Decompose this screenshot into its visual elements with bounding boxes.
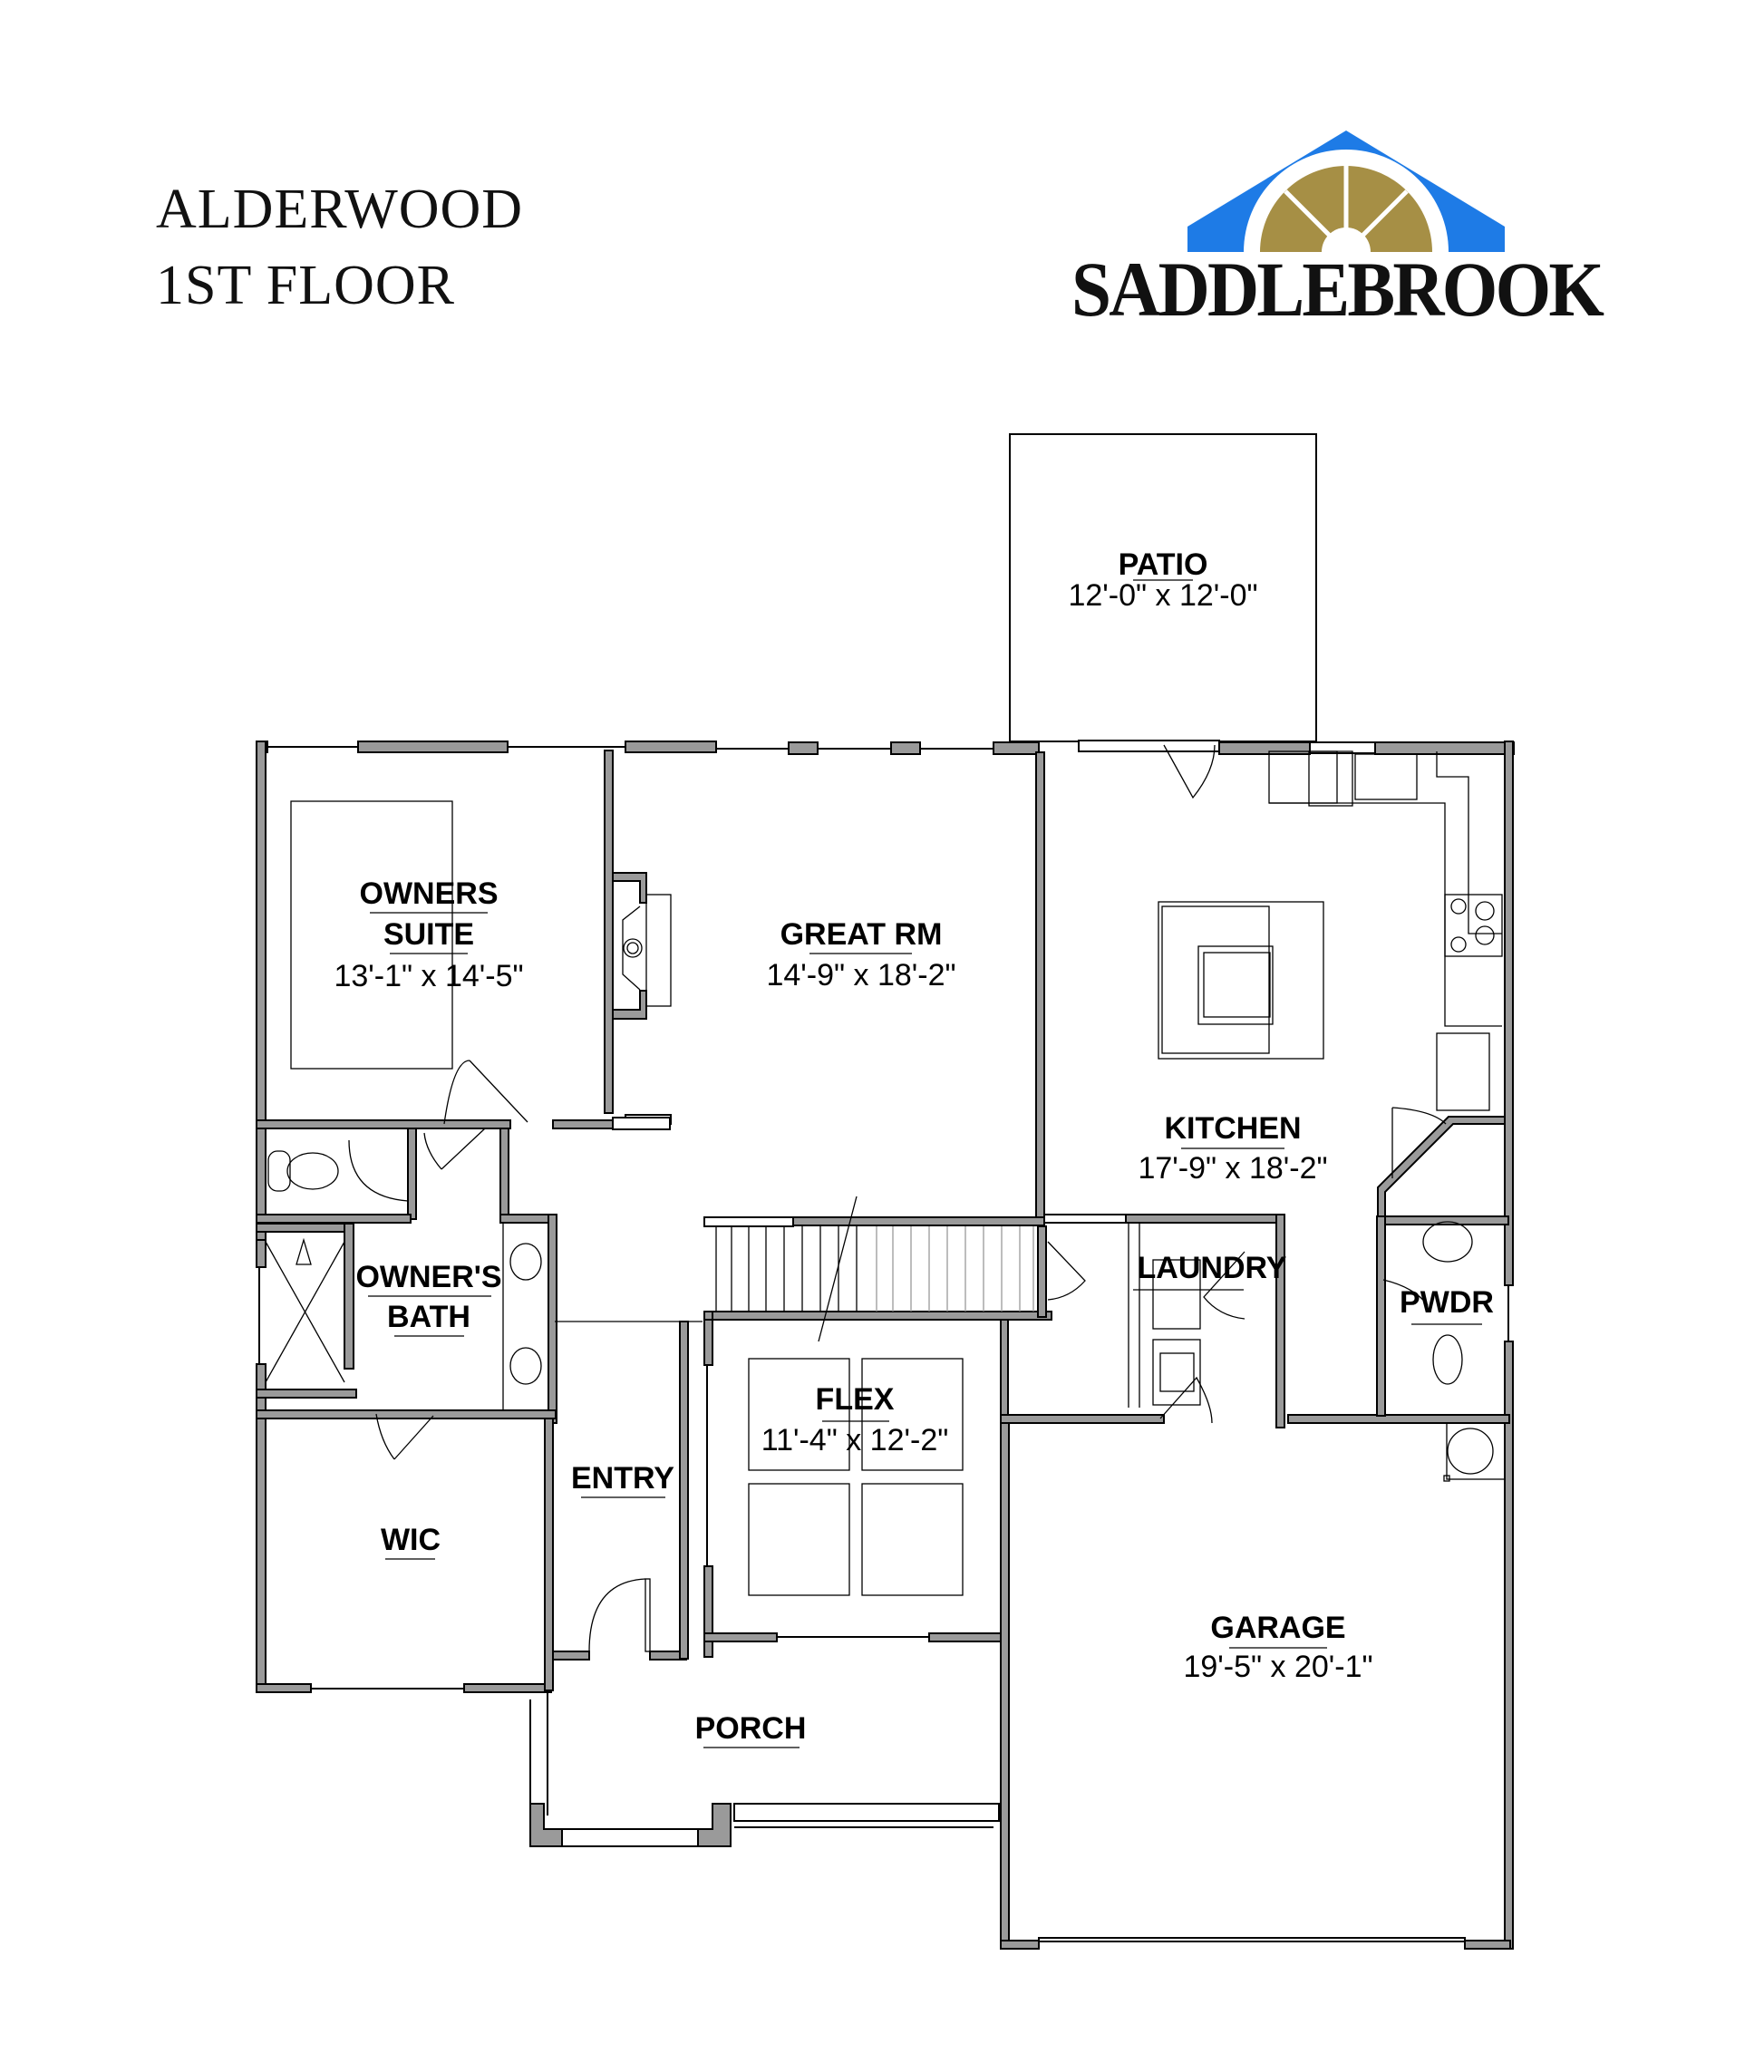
kitchen-island [1158,901,1324,1060]
saddlebrook-logo-icon [1187,131,1505,254]
svg-text:ENTRY: ENTRY [571,1461,674,1496]
svg-text:11'-4" x 12'-2": 11'-4" x 12'-2" [761,1423,949,1457]
floor-label: 1ST FLOOR [156,255,455,316]
svg-text:14'-9" x 18'-2": 14'-9" x 18'-2" [766,958,955,992]
svg-text:WIC: WIC [381,1523,441,1557]
room-entry: ENTRY [571,1461,674,1498]
svg-text:GARAGE: GARAGE [1210,1611,1345,1645]
brand-name: SADDLEBROOK [1071,246,1604,333]
room-patio: PATIO 12'-0" x 12'-0" [1068,547,1257,613]
room-pwdr: PWDR [1400,1285,1494,1325]
room-kitchen: KITCHEN 17'-9" x 18'-2" [1138,1111,1327,1186]
svg-text:13'-1" x 14'-5": 13'-1" x 14'-5" [334,959,523,993]
room-flex: FLEX 11'-4" x 12'-2" [761,1382,949,1457]
svg-text:LAUNDRY: LAUNDRY [1138,1251,1287,1285]
room-owners-bath: OWNER'S BATH [355,1260,502,1337]
room-great-rm: GREAT RM 14'-9" x 18'-2" [766,917,955,992]
room-laundry: LAUNDRY [1133,1251,1287,1291]
room-owners-suite: OWNERS SUITE 13'-1" x 14'-5" [334,876,523,993]
plan-name: ALDERWOOD [156,179,524,240]
svg-text:PORCH: PORCH [695,1711,807,1746]
svg-text:SUITE: SUITE [383,917,474,952]
bed-icon [290,800,453,1070]
svg-text:19'-5" x 20'-1": 19'-5" x 20'-1" [1183,1650,1372,1684]
svg-text:PATIO: PATIO [1119,547,1208,582]
svg-text:OWNERS: OWNERS [360,876,499,911]
room-garage: GARAGE 19'-5" x 20'-1" [1183,1611,1372,1684]
room-wic: WIC [381,1523,441,1560]
svg-text:12'-0" x 12'-0": 12'-0" x 12'-0" [1068,578,1257,613]
stair-treads [715,1196,1034,1342]
svg-text:BATH: BATH [387,1300,470,1334]
svg-text:17'-9" x 18'-2": 17'-9" x 18'-2" [1138,1151,1327,1186]
svg-text:FLEX: FLEX [816,1382,895,1417]
svg-text:OWNER'S: OWNER'S [355,1260,501,1294]
svg-text:KITCHEN: KITCHEN [1164,1111,1301,1146]
svg-text:GREAT RM: GREAT RM [780,917,943,952]
room-porch: PORCH [695,1711,807,1748]
svg-text:PWDR: PWDR [1400,1285,1494,1320]
